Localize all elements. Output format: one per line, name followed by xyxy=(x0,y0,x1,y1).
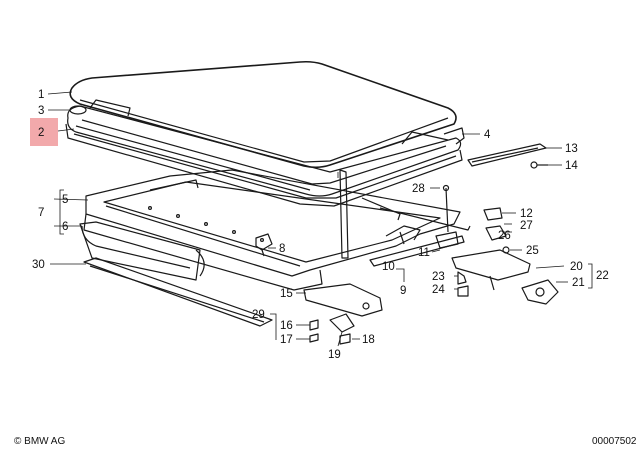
brand-copyright: © BMW AG xyxy=(14,436,65,447)
callout-27: 27 xyxy=(520,220,533,232)
callout-26: 26 xyxy=(498,230,511,242)
callout-23: 23 xyxy=(432,271,445,283)
callout-4: 4 xyxy=(484,129,491,141)
callout-25: 25 xyxy=(526,245,539,257)
headliner-frame xyxy=(79,169,471,291)
highlight-box xyxy=(30,118,58,146)
deflector-strip xyxy=(443,127,465,145)
slider-mechanism xyxy=(303,283,383,345)
callout-11: 11 xyxy=(418,247,430,259)
callout-21: 21 xyxy=(572,277,585,289)
sunroof-glass-panel xyxy=(69,60,457,169)
callout-28: 28 xyxy=(412,183,425,195)
callout-24: 24 xyxy=(432,284,445,296)
clip-part xyxy=(255,233,273,257)
callout-8: 8 xyxy=(279,243,285,255)
callout-30: 30 xyxy=(32,259,45,271)
callout-20: 20 xyxy=(570,261,583,273)
callout-13: 13 xyxy=(565,143,578,155)
callout-2: 2 xyxy=(38,127,44,139)
seal-strip xyxy=(83,257,273,327)
callout-6: 6 xyxy=(62,221,68,233)
guide-rail xyxy=(339,169,503,267)
diagram-code: 00007502 xyxy=(592,436,637,447)
callout-10: 10 xyxy=(382,261,395,273)
callout-12: 12 xyxy=(520,208,533,220)
callout-7: 7 xyxy=(38,207,44,219)
leader-lines xyxy=(47,91,593,347)
callout-17: 17 xyxy=(280,334,293,346)
callout-1: 1 xyxy=(38,89,44,101)
callout-9: 9 xyxy=(400,285,406,297)
callout-19: 19 xyxy=(328,349,341,361)
callout-14: 14 xyxy=(565,160,578,172)
callout-5: 5 xyxy=(62,194,68,206)
callout-16: 16 xyxy=(280,320,293,332)
callout-29: 29 xyxy=(252,309,265,321)
drive-bracket xyxy=(451,225,559,305)
callout-labels: 1 2 3 4 5 6 7 8 9 10 11 12 13 14 15 16 1… xyxy=(32,89,609,361)
callout-3: 3 xyxy=(38,105,44,117)
callout-18: 18 xyxy=(362,334,375,346)
callout-15: 15 xyxy=(280,288,293,300)
wind-deflector xyxy=(467,143,548,169)
callout-22: 22 xyxy=(596,270,609,282)
